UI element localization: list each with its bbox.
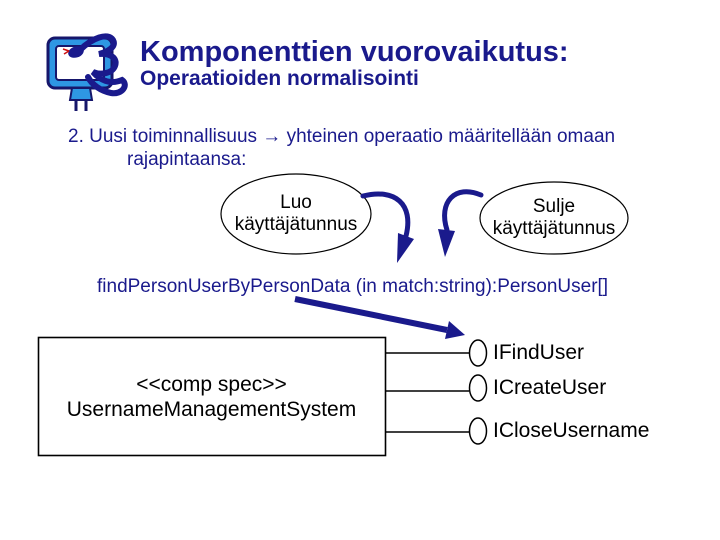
operation-signature: findPersonUserByPersonData (in match:str… <box>97 276 609 297</box>
snake-tongue <box>62 48 70 55</box>
snake-head <box>68 46 84 58</box>
slide-title: Komponenttien vuorovaikutus: <box>140 36 569 68</box>
component-stereotype: <<comp spec>> <box>136 373 287 396</box>
operation-label-luo: Luo käyttäjätunnus <box>234 192 358 235</box>
operation-label-sulje: Sulje käyttäjätunnus <box>492 196 616 239</box>
body-text-line2: rajapintaansa: <box>127 149 247 170</box>
component-name: UsernameManagementSystem <box>66 398 357 421</box>
component-label: <<comp spec>> UsernameManagementSystem <box>38 372 385 422</box>
component-box <box>37 336 387 457</box>
curved-arrow-left <box>360 191 414 263</box>
computer-snake-logo-icon <box>46 33 128 111</box>
snake-body <box>77 33 128 97</box>
interface-label-icreateuser: ICreateUser <box>493 376 607 399</box>
slide-subtitle: Operaatioiden normalisointi <box>140 67 419 90</box>
interface-lollipop-1 <box>468 339 488 367</box>
curved-arrow-right <box>438 189 484 257</box>
body-text-line1: 2. Uusi toiminnallisuus → yhteinen opera… <box>68 126 616 147</box>
interface-lollipop-2 <box>468 374 488 402</box>
interface-lollipop-3 <box>468 417 488 445</box>
operation-ellipse-sulje <box>479 181 629 255</box>
interface-label-icloseusername: ICloseUsername <box>493 419 650 442</box>
operation-ellipse-luo <box>220 173 372 255</box>
interface-label-ifinduser: IFindUser <box>493 341 585 364</box>
signature-arrow <box>294 296 465 339</box>
